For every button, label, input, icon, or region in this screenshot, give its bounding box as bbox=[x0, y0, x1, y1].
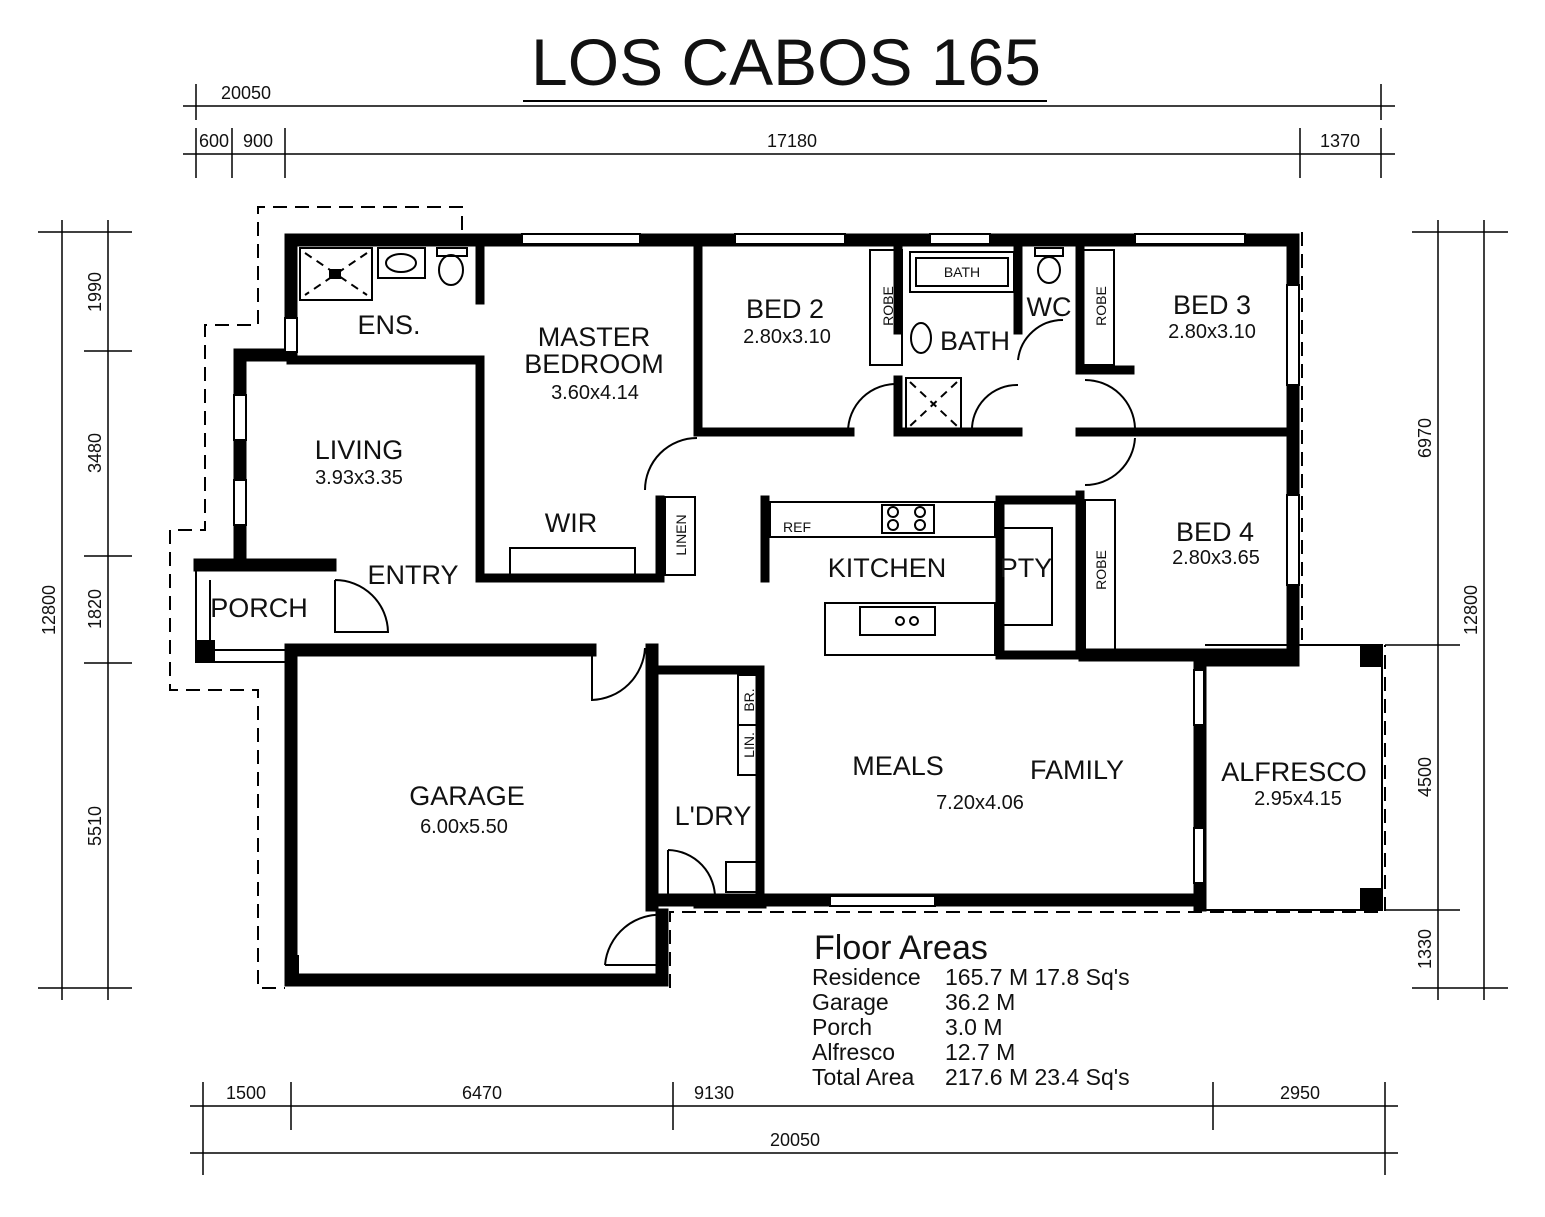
room-garage: GARAGE bbox=[409, 781, 525, 811]
room-family-size: 7.20x4.06 bbox=[936, 792, 1024, 814]
robe-bed3: ROBE bbox=[1093, 286, 1109, 326]
top-dimensions bbox=[183, 84, 1395, 178]
area-label: Alfresco bbox=[812, 1039, 895, 1065]
area-value: 217.6 M 23.4 Sq's bbox=[945, 1064, 1130, 1090]
dim-right-seg: 4500 bbox=[1415, 757, 1435, 797]
dim-bottom-total: 20050 bbox=[770, 1130, 820, 1150]
room-linen: LINEN bbox=[673, 514, 689, 555]
fridge-label: REF bbox=[783, 519, 811, 535]
dim-left-seg: 1990 bbox=[85, 272, 105, 312]
linen-cupboard: LIN. bbox=[741, 732, 757, 758]
dim-bottom-seg: 6470 bbox=[462, 1083, 502, 1103]
room-living-size: 3.93x3.35 bbox=[315, 467, 403, 489]
dim-top-seg: 900 bbox=[243, 131, 273, 151]
room-laundry: L'DRY bbox=[675, 801, 752, 831]
room-garage-size: 6.00x5.50 bbox=[420, 816, 508, 838]
dim-top-seg: 1370 bbox=[1320, 131, 1360, 151]
dim-right-total: 12800 bbox=[1461, 585, 1481, 635]
left-dimensions bbox=[38, 220, 132, 1000]
fixtures bbox=[299, 247, 1116, 893]
area-label: Porch bbox=[812, 1014, 872, 1040]
area-label: Residence bbox=[812, 964, 921, 990]
dim-left-total: 12800 bbox=[39, 585, 59, 635]
dim-bottom-seg: 2950 bbox=[1280, 1083, 1320, 1103]
windows bbox=[233, 233, 1300, 907]
bottom-dimensions bbox=[190, 1082, 1398, 1175]
robe-bed4: ROBE bbox=[1093, 550, 1109, 590]
dim-right-seg: 1330 bbox=[1415, 929, 1435, 969]
walls bbox=[193, 233, 1383, 987]
dim-left-seg: 3480 bbox=[85, 433, 105, 473]
room-bed3: BED 3 bbox=[1173, 290, 1251, 320]
broom-cupboard: BR. bbox=[741, 688, 757, 711]
right-dimensions bbox=[1385, 220, 1508, 1000]
eave-outline bbox=[169, 206, 1386, 989]
area-label: Garage bbox=[812, 989, 889, 1015]
area-value: 165.7 M 17.8 Sq's bbox=[945, 964, 1130, 990]
room-alfresco-size: 2.95x4.15 bbox=[1254, 788, 1342, 810]
bath-tub-label: BATH bbox=[944, 264, 980, 280]
room-pantry: PTY bbox=[1000, 553, 1053, 583]
dim-left-seg: 1820 bbox=[85, 589, 105, 629]
dim-right-seg: 6970 bbox=[1415, 418, 1435, 458]
floor-areas-table: Floor Areas Residence 165.7 M 17.8 Sq's … bbox=[812, 929, 1130, 1090]
door-swings bbox=[334, 318, 1136, 966]
room-wir: WIR bbox=[545, 508, 597, 538]
room-bed3-size: 2.80x3.10 bbox=[1168, 321, 1256, 343]
dim-bottom-seg: 9130 bbox=[694, 1083, 734, 1103]
dim-bottom-seg: 1500 bbox=[226, 1083, 266, 1103]
room-meals: MEALS bbox=[852, 751, 944, 781]
room-bed4-size: 2.80x3.65 bbox=[1172, 547, 1260, 569]
area-value: 3.0 M bbox=[945, 1014, 1003, 1040]
dim-top-seg: 600 bbox=[199, 131, 229, 151]
area-value: 12.7 M bbox=[945, 1039, 1015, 1065]
plan-title: LOS CABOS 165 bbox=[531, 25, 1041, 99]
room-family: FAMILY bbox=[1030, 755, 1124, 785]
room-master-line1: MASTER bbox=[538, 322, 651, 352]
room-ensuite: ENS. bbox=[357, 310, 420, 340]
room-porch: PORCH bbox=[210, 593, 308, 623]
room-living: LIVING bbox=[315, 435, 404, 465]
area-value: 36.2 M bbox=[945, 989, 1015, 1015]
room-bed4: BED 4 bbox=[1176, 517, 1254, 547]
room-master-size: 3.60x4.14 bbox=[551, 382, 639, 404]
floor-areas-heading: Floor Areas bbox=[814, 929, 988, 967]
room-labels: ENS. MASTER BEDROOM 3.60x4.14 BED 2 2.80… bbox=[210, 264, 1367, 838]
room-kitchen: KITCHEN bbox=[828, 553, 947, 583]
dim-top-total: 20050 bbox=[221, 83, 271, 103]
room-bed2-size: 2.80x3.10 bbox=[743, 326, 831, 348]
robe-bed2: ROBE bbox=[880, 286, 896, 326]
room-wc: WC bbox=[1027, 292, 1072, 322]
room-bath: BATH bbox=[940, 326, 1010, 356]
area-label: Total Area bbox=[812, 1064, 914, 1090]
room-alfresco: ALFRESCO bbox=[1221, 757, 1367, 787]
dim-top-seg: 17180 bbox=[767, 131, 817, 151]
dim-left-seg: 5510 bbox=[85, 806, 105, 846]
room-entry: ENTRY bbox=[367, 560, 458, 590]
room-master-line2: BEDROOM bbox=[524, 349, 664, 379]
room-bed2: BED 2 bbox=[746, 294, 824, 324]
